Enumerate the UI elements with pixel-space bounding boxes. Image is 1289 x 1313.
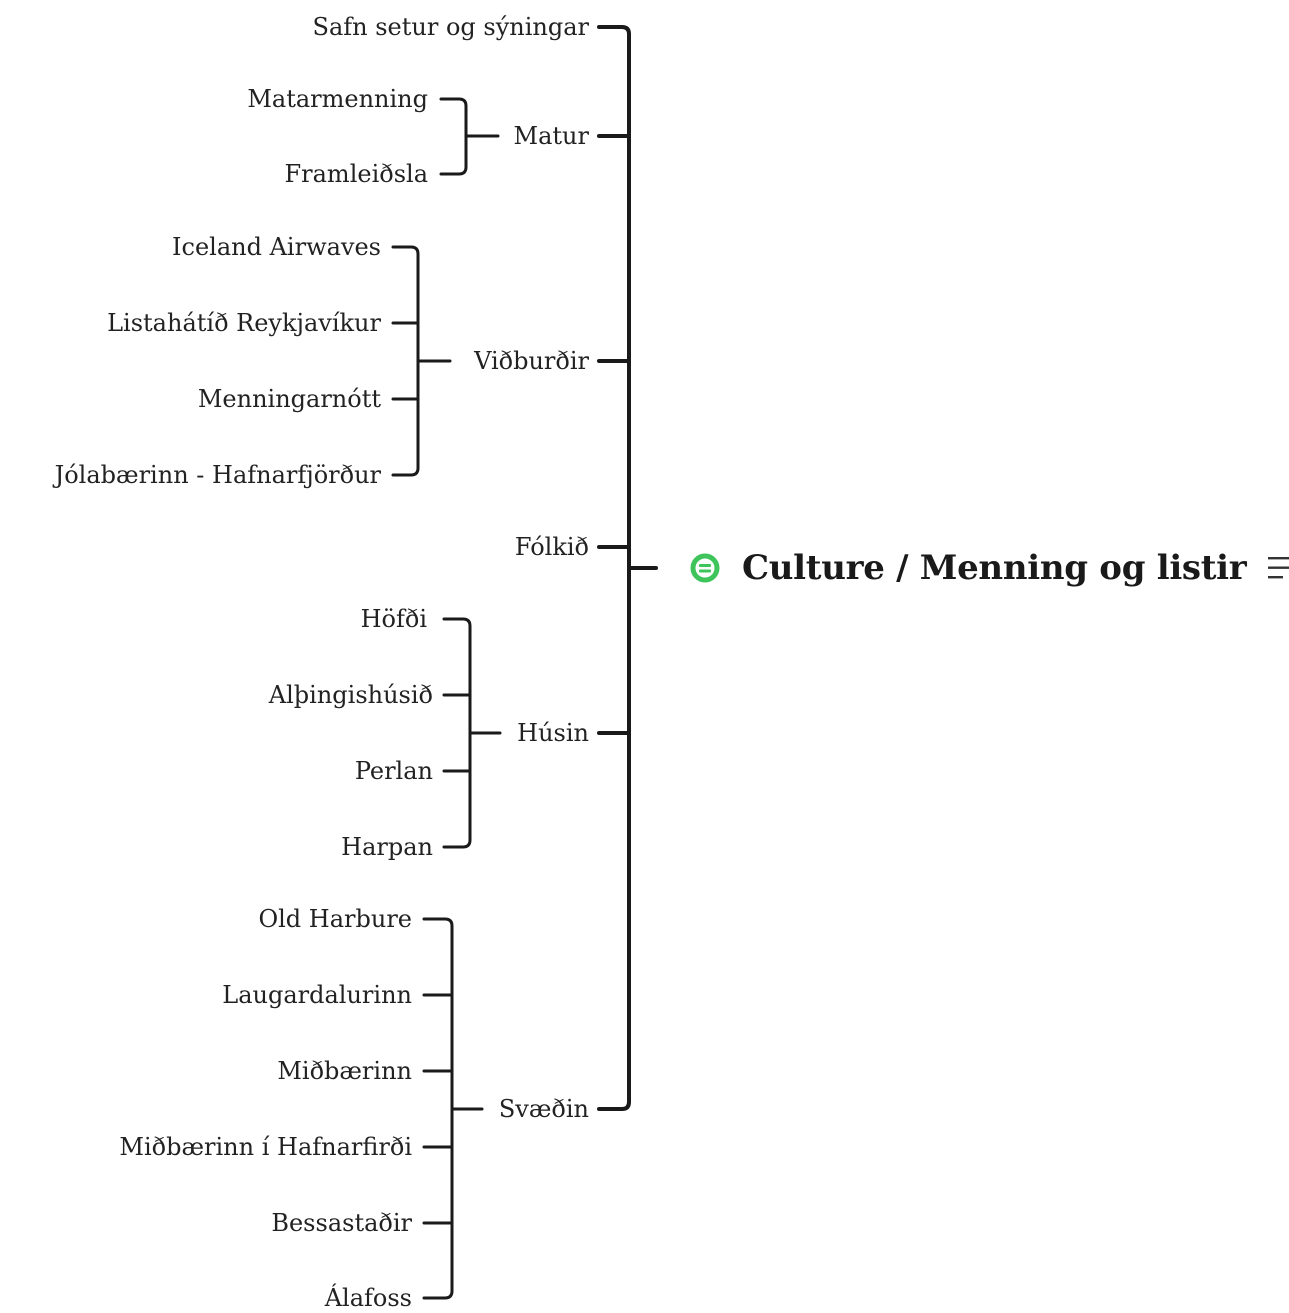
main-bracket (597, 25, 631, 1111)
node-framleidsla[interactable]: Framleiðsla (284, 160, 429, 188)
node-midbaerinn-hafnarfirdi[interactable]: Miðbærinn í Hafnarfirði (119, 1133, 412, 1161)
branch-svaedin[interactable]: Svæðin (498, 1095, 589, 1123)
node-althingishusid[interactable]: Alþingishúsið (268, 681, 433, 709)
node-hofdi[interactable]: Höfði (360, 605, 427, 633)
node-iceland-airwaves[interactable]: Iceland Airwaves (172, 233, 381, 261)
node-perlan[interactable]: Perlan (354, 757, 433, 785)
node-matarmenning[interactable]: Matarmenning (247, 85, 428, 113)
node-midbaerinn[interactable]: Miðbærinn (277, 1057, 412, 1085)
node-harpan[interactable]: Harpan (341, 833, 433, 861)
green-circle-note-icon[interactable] (690, 553, 720, 583)
node-old-harbure[interactable]: Old Harbure (258, 905, 412, 933)
node-menningarnott[interactable]: Menningarnótt (197, 385, 381, 413)
branch-husin[interactable]: Húsin (517, 719, 589, 747)
notes-lines-icon[interactable] (1266, 554, 1289, 582)
node-laugardalurinn[interactable]: Laugardalurinn (222, 981, 412, 1009)
svaedin-bracket (422, 917, 454, 1300)
node-listahatid[interactable]: Listahátíð Reykjavíkur (107, 309, 381, 337)
branch-safn[interactable]: Safn setur og sýningar (312, 13, 590, 41)
node-jolabaerinn[interactable]: Jólabærinn - Hafnarfjörður (54, 461, 381, 489)
central-topic[interactable]: Culture / Menning og listir (690, 548, 1289, 588)
branch-matur[interactable]: Matur (513, 122, 589, 150)
branch-folkid[interactable]: Fólkið (514, 533, 589, 561)
husin-bracket (442, 617, 472, 849)
central-topic-title: Culture / Menning og listir (742, 548, 1247, 588)
node-alafoss[interactable]: Álafoss (324, 1284, 412, 1312)
vidburdir-bracket (391, 245, 420, 477)
branch-vidburdir[interactable]: Viðburðir (474, 347, 589, 375)
node-bessastadir[interactable]: Bessastaðir (271, 1209, 412, 1237)
matur-bracket (439, 97, 468, 176)
